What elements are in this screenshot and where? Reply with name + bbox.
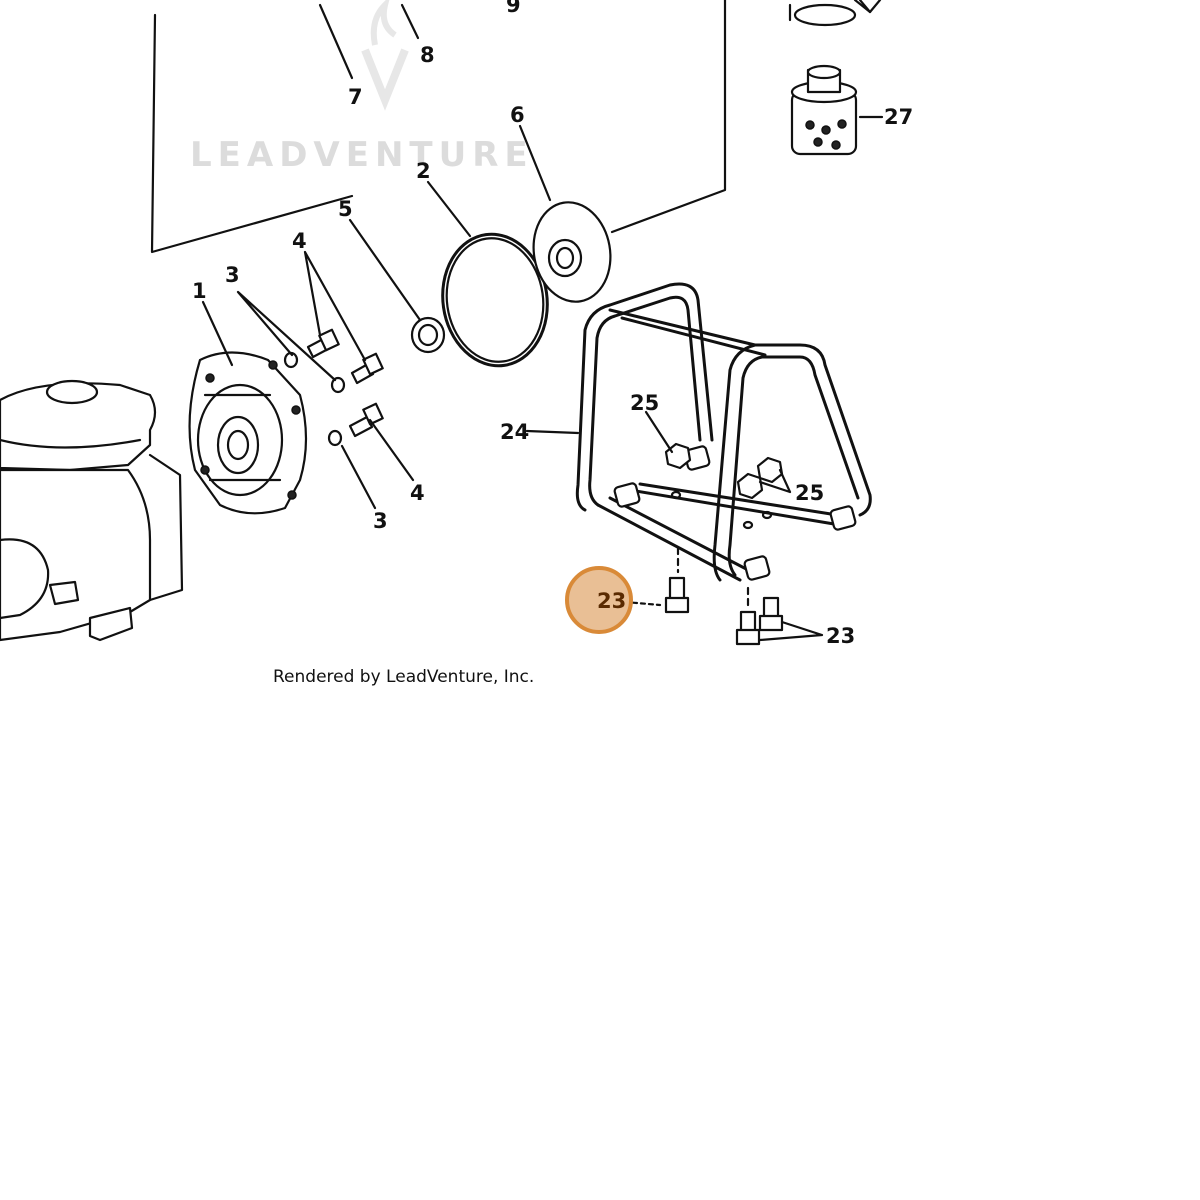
callout-3-top: 3 bbox=[225, 263, 240, 287]
callout-27: 27 bbox=[884, 105, 913, 129]
callout-4-bottom: 4 bbox=[410, 481, 425, 505]
callout-25-right: 25 bbox=[795, 481, 824, 505]
part-2-o-ring bbox=[441, 232, 549, 368]
callout-5: 5 bbox=[338, 197, 353, 221]
callout-23-right: 23 bbox=[826, 624, 855, 648]
hose-clamp bbox=[788, 0, 872, 27]
leader-lines bbox=[201, 0, 884, 642]
callout-7: 7 bbox=[348, 85, 363, 109]
part-1-pump-housing bbox=[188, 351, 308, 515]
engine-assembly bbox=[0, 379, 184, 642]
leadventure-logo-icon bbox=[361, 0, 409, 111]
callout-24: 24 bbox=[500, 420, 529, 444]
callout-1: 1 bbox=[192, 279, 207, 303]
callout-9: 9 bbox=[506, 0, 521, 17]
callout-6: 6 bbox=[510, 103, 525, 127]
callout-8: 8 bbox=[420, 43, 435, 67]
part-24-frame bbox=[575, 282, 872, 582]
watermark: LEADVENTURE bbox=[190, 0, 534, 175]
part-5-seal bbox=[410, 316, 446, 354]
callout-25-top: 25 bbox=[630, 391, 659, 415]
part-27-strainer bbox=[790, 64, 858, 156]
part-3-washers bbox=[283, 351, 346, 447]
callout-labels: 9 8 7 6 2 5 4 3 1 4 3 24 25 25 27 23 bbox=[192, 0, 913, 648]
part-4-bolts bbox=[306, 328, 384, 438]
part-23-bolts bbox=[664, 546, 784, 646]
part-6-impeller bbox=[532, 201, 612, 303]
highlight-circle[interactable] bbox=[565, 566, 633, 634]
highlighted-callout-23[interactable]: 23 bbox=[565, 566, 633, 634]
callout-2: 2 bbox=[416, 159, 431, 183]
exploded-group-outline bbox=[150, 0, 727, 254]
part-25-nuts bbox=[664, 442, 784, 530]
render-credit: Rendered by LeadVenture, Inc. bbox=[273, 667, 534, 687]
highlight-label: 23 bbox=[597, 589, 626, 613]
callout-4-top: 4 bbox=[292, 229, 307, 253]
watermark-text: LEADVENTURE bbox=[190, 135, 534, 175]
callout-3-bottom: 3 bbox=[373, 509, 388, 533]
